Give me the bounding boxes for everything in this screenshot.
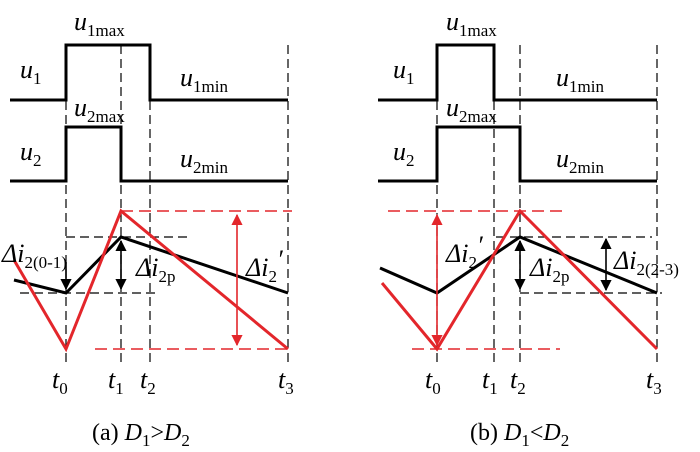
t2-label-a: t2 xyxy=(140,365,156,398)
t1-label-b: t1 xyxy=(482,365,498,398)
u1min-label-a: u1min xyxy=(180,63,228,96)
current-i2-red-a xyxy=(12,208,289,353)
u1max-label-a: u1max xyxy=(74,7,125,40)
current-i2-black-a xyxy=(13,235,289,295)
u1-label-a: u1 xyxy=(20,55,42,88)
t3-label-a: t3 xyxy=(278,365,294,398)
di2p-label-a: Δi2p xyxy=(135,253,175,286)
di2-01-label-a: Δi2(0-1) xyxy=(1,239,67,272)
u1-waveform-b xyxy=(378,43,657,102)
u2max-label-b: u2max xyxy=(446,93,497,126)
panel-b: u1 u1max u1min u2 u2max u2min Δi2′ Δi2p … xyxy=(378,7,679,450)
u2min-label-b: u2min xyxy=(556,144,604,177)
t3-label-b: t3 xyxy=(646,365,662,398)
t0-label-b: t0 xyxy=(425,365,441,398)
u2-label-b: u2 xyxy=(393,137,415,170)
u1-waveform-a xyxy=(10,43,288,102)
u2-waveform-b xyxy=(378,125,657,183)
t1-label-a: t1 xyxy=(108,365,124,398)
t2-label-b: t2 xyxy=(510,365,526,398)
current-i2-red-b xyxy=(380,208,659,352)
caption-a: (a) D1>D2 xyxy=(92,420,190,450)
di2-prime-label-b: Δi2′ xyxy=(445,231,483,272)
u1-label-b: u1 xyxy=(393,55,415,88)
u2-label-a: u2 xyxy=(20,137,42,170)
current-i2-black-b xyxy=(379,235,658,295)
u2min-label-a: u2min xyxy=(180,144,228,177)
u1max-label-b: u1max xyxy=(446,7,497,40)
t0-label-a: t0 xyxy=(52,365,68,398)
caption-b: (b) D1<D2 xyxy=(470,420,569,450)
panel-a: u1 u1max u1min u2 u2max u2min Δi2(0-1) Δ… xyxy=(1,7,294,450)
u2max-label-a: u2max xyxy=(74,93,125,126)
di2-prime-label-a: Δi2′ xyxy=(245,245,283,286)
u1min-label-b: u1min xyxy=(556,63,604,96)
di2-23-label-b: Δi2(2-3) xyxy=(613,246,679,279)
u2-waveform-a xyxy=(10,125,288,183)
di2p-label-b: Δi2p xyxy=(529,253,569,286)
